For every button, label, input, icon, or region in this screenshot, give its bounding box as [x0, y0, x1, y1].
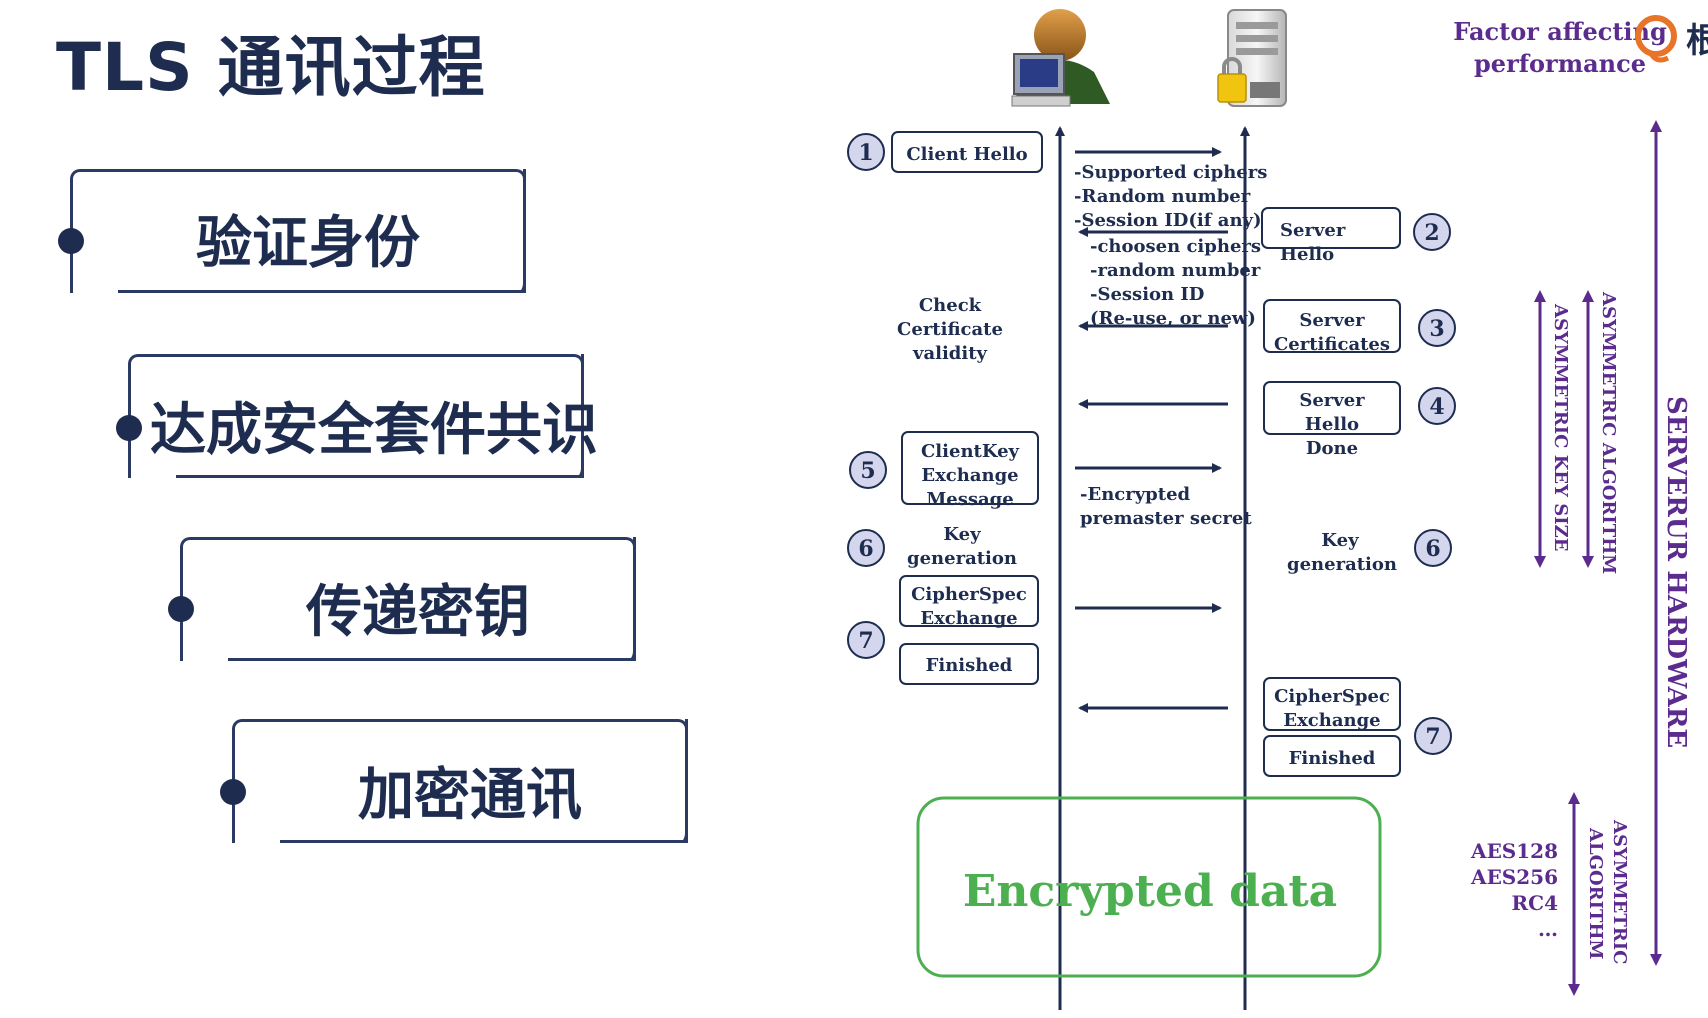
- badge-number: 1: [858, 140, 873, 166]
- client-cipherspec-line: Exchange: [920, 608, 1017, 629]
- message-m5-line: -Encrypted: [1080, 484, 1191, 505]
- sym-algo-line: ALGORITHM: [1585, 827, 1606, 959]
- server-finished-label: Finished: [1289, 748, 1376, 769]
- asym-algorithm-label: ASYMMETRIC ALGORITHM: [1598, 291, 1619, 574]
- badge-number: 4: [1429, 394, 1444, 420]
- encrypted-data-box: [916, 796, 1382, 978]
- message-m2-line: -random number: [1090, 260, 1261, 281]
- cipher-item: RC4: [1512, 891, 1559, 915]
- message-m1-line: -Random number: [1074, 186, 1251, 207]
- server-hello-line: Hello: [1280, 244, 1334, 265]
- client-finished-box: [899, 643, 1039, 685]
- server-keygen-line: Key: [1321, 530, 1359, 551]
- server-cipherspec-box: [1263, 677, 1401, 731]
- client-keygen-line: generation: [907, 548, 1017, 569]
- check-cert-line: Certificate: [897, 319, 1003, 340]
- badge-number: 7: [858, 628, 873, 654]
- badge-7: [847, 621, 885, 659]
- server-hello-done-line: Server: [1299, 390, 1365, 411]
- badge-4: [1418, 387, 1456, 425]
- badge-1: [847, 133, 885, 171]
- step-label: 传递密钥: [306, 580, 530, 645]
- server-keygen-line: generation: [1287, 554, 1397, 575]
- check-cert-line: Check: [919, 295, 982, 316]
- server-certificates-box: [1263, 299, 1401, 353]
- server-cert-line: Server: [1299, 310, 1365, 331]
- step-label: 达成安全套件共识: [150, 398, 598, 463]
- badge-7-server: [1414, 717, 1452, 755]
- client-keygen-line: Key: [943, 524, 981, 545]
- server-hardware-label: SERVERUR HARDWARE: [1661, 396, 1691, 748]
- logo-mark: 根: [1635, 15, 1708, 63]
- step-bullet: [58, 228, 84, 254]
- client-key-line: Exchange: [921, 465, 1018, 486]
- server-cert-line: Certificates: [1274, 334, 1390, 355]
- step-bullet: [168, 596, 194, 622]
- message-m2-line: -choosen ciphers: [1090, 236, 1261, 257]
- badge-2: [1413, 213, 1451, 251]
- encrypted-data-label: Encrypted data: [963, 866, 1337, 917]
- server-cipherspec-line: Exchange: [1283, 710, 1380, 731]
- step-bullet: [220, 779, 246, 805]
- client-cipherspec-line: CipherSpec: [911, 584, 1027, 605]
- page-title: TLS 通讯过程: [56, 29, 486, 106]
- client-key-exchange-box: [901, 431, 1039, 505]
- message-m2-line: -Session ID: [1090, 284, 1204, 305]
- client-finished-label: Finished: [926, 655, 1013, 676]
- message-m1-line: -Supported ciphers: [1074, 162, 1267, 183]
- client-hello-label: Client Hello: [906, 144, 1027, 165]
- server-lock-icon: [1217, 9, 1287, 107]
- badge-number: 6: [1425, 536, 1440, 562]
- sym-algo-line: ASYMMETRIC: [1609, 819, 1630, 964]
- step-label: 验证身份: [196, 211, 420, 276]
- step-bullet: [116, 415, 142, 441]
- badge-number: 6: [858, 536, 873, 562]
- message-m5-line: premaster secret: [1080, 508, 1252, 529]
- client-hello-box: [891, 131, 1043, 173]
- badge-number: 7: [1425, 724, 1440, 750]
- asym-key-size-label: ASYMMETRIC KEY SIZE: [1550, 303, 1571, 552]
- server-finished-box: [1263, 735, 1401, 777]
- badge-5: [849, 451, 887, 489]
- server-hello-done-line: Hello: [1305, 414, 1359, 435]
- message-m1-line: -Session ID(if any): [1074, 210, 1262, 231]
- client-key-line: ClientKey: [921, 441, 1020, 462]
- server-hello-done-line: Done: [1306, 438, 1358, 459]
- badge-3: [1418, 309, 1456, 347]
- step-label: 加密通讯: [358, 763, 582, 828]
- server-hello-box: [1261, 207, 1401, 249]
- client-key-line: Message: [926, 489, 1013, 510]
- cipher-item: AES256: [1470, 865, 1558, 889]
- factor-line: performance: [1474, 49, 1646, 78]
- client-cipherspec-box: [899, 575, 1039, 627]
- badge-6: [847, 529, 885, 567]
- logo-text: 根: [1686, 21, 1708, 61]
- cipher-item: AES128: [1470, 839, 1558, 863]
- client-user-icon: [1011, 9, 1110, 107]
- badge-number: 5: [860, 458, 875, 484]
- check-cert-line: validity: [912, 343, 988, 364]
- server-hello-line: Server: [1280, 220, 1346, 241]
- badge-number: 3: [1429, 316, 1444, 342]
- cipher-item: …: [1538, 917, 1558, 941]
- badge-6-server: [1414, 529, 1452, 567]
- factor-line: Factor affecting: [1453, 17, 1667, 46]
- message-m2-line: (Re-use, or new): [1090, 308, 1256, 329]
- server-cipherspec-line: CipherSpec: [1274, 686, 1390, 707]
- badge-number: 2: [1424, 220, 1439, 246]
- server-hello-done-box: [1263, 381, 1401, 435]
